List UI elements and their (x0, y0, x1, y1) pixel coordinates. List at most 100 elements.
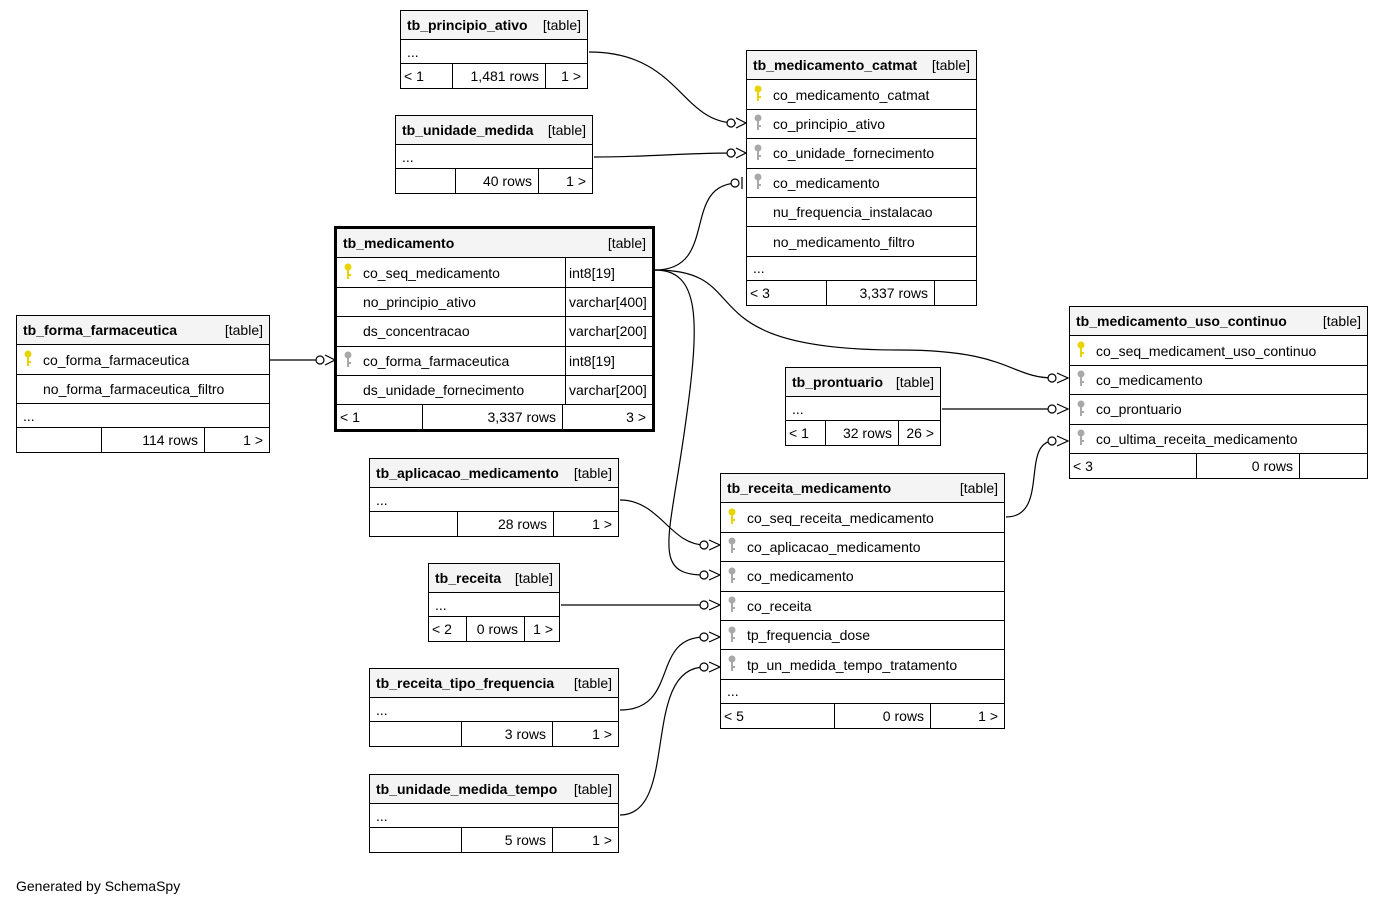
column-row[interactable]: co_receita (721, 592, 1004, 621)
table-receita-medicamento[interactable]: tb_receita_medicamento [table] co_seq_re… (720, 473, 1005, 729)
table-medicamento-uso-continuo[interactable]: tb_medicamento_uso_continuo [table] co_s… (1069, 306, 1368, 479)
parents-count[interactable]: < 1 (786, 421, 826, 446)
table-tag: [table] (573, 781, 612, 798)
parents-count[interactable] (17, 428, 102, 453)
crowfoot-marker (735, 117, 748, 129)
parents-count[interactable] (370, 722, 462, 747)
edge-end-marker (1047, 436, 1057, 446)
table-header: tb_receita [table] (429, 564, 559, 594)
table-name: tb_receita (435, 570, 502, 587)
column-name: co_medicamento (773, 174, 880, 191)
foreign-key-icon (727, 655, 747, 674)
table-name: tb_principio_ativo (407, 17, 528, 33)
table-footer: < 3 3,337 rows (747, 280, 976, 305)
column-row[interactable]: tp_frequencia_dose (721, 621, 1004, 651)
row-count: 0 rows (835, 703, 931, 728)
table-header: tb_prontuario [table] (786, 368, 940, 398)
foreign-key-icon (753, 114, 773, 133)
column-row[interactable]: co_medicamento_catmat (747, 80, 976, 110)
children-count[interactable]: 1 > (592, 516, 612, 533)
parents-count[interactable]: < 2 (429, 617, 467, 642)
column-row[interactable]: nu_frequencia_instalacao (747, 198, 976, 228)
column-row[interactable]: ds_unidade_fornecimento varchar[200] (337, 375, 652, 406)
column-name: no_medicamento_filtro (773, 233, 915, 250)
crowfoot-marker (735, 147, 748, 159)
column-name: nu_frequencia_instalacao (773, 204, 933, 221)
ellipsis-row: ... (786, 397, 940, 422)
table-prontuario[interactable]: tb_prontuario [table] ... < 1 32 rows 26… (785, 367, 941, 447)
column-row[interactable]: tp_un_medida_tempo_tratamento (721, 650, 1004, 680)
column-row[interactable]: co_seq_medicamento int8[19] (337, 258, 652, 288)
column-row[interactable]: co_forma_farmaceutica int8[19] (337, 346, 652, 376)
table-footer: 3 rows 1 > (370, 722, 618, 747)
children-count[interactable]: 1 > (592, 726, 612, 743)
table-receita-tipo-frequencia[interactable]: tb_receita_tipo_frequencia [table] ... 3… (369, 668, 619, 748)
children-count[interactable] (1300, 454, 1367, 478)
edge-end-marker (699, 540, 709, 550)
column-row[interactable]: no_forma_farmaceutica_filtro (17, 375, 269, 405)
table-name: tb_unidade_medida (402, 122, 534, 138)
ellipsis: ... (753, 260, 765, 277)
children-count[interactable]: 1 > (592, 832, 612, 849)
column-row[interactable]: co_medicamento (721, 562, 1004, 592)
column-row[interactable]: co_aplicacao_medicamento (721, 533, 1004, 563)
parents-count[interactable]: < 1 (337, 405, 423, 430)
parents-count[interactable]: < 1 (401, 64, 453, 88)
column-name: co_principio_ativo (773, 115, 886, 132)
column-row[interactable]: ds_concentracao varchar[200] (337, 317, 652, 347)
column-row[interactable]: co_ultima_receita_medicamento (1070, 425, 1367, 454)
column-row[interactable]: no_medicamento_filtro (747, 227, 976, 257)
table-receita[interactable]: tb_receita [table] ... < 2 0 rows 1 > (428, 563, 560, 643)
table-name: tb_forma_farmaceutica (23, 322, 178, 339)
crowfoot-marker (1056, 435, 1070, 447)
edge-unidade-tempo (619, 666, 706, 816)
table-medicamento-catmat[interactable]: tb_medicamento_catmat [table] co_medicam… (746, 50, 977, 306)
crowfoot-marker (708, 661, 722, 673)
column-type: varchar[200] (565, 375, 652, 405)
generator-credit: Generated by SchemaSpy (16, 878, 181, 894)
column-row[interactable]: no_principio_ativo varchar[400] (337, 287, 652, 318)
parents-count[interactable]: < 3 (1070, 453, 1197, 478)
column-row[interactable]: co_principio_ativo (747, 110, 976, 140)
table-footer: < 1 1,481 rows 1 > (401, 64, 587, 88)
foreign-key-icon (727, 537, 747, 556)
children-count[interactable]: 1 > (566, 173, 586, 189)
column-row[interactable]: co_unidade_fornecimento (747, 139, 976, 169)
column-name: no_forma_farmaceutica_filtro (43, 380, 225, 397)
column-row[interactable]: co_medicamento (747, 169, 976, 198)
column-name: co_seq_receita_medicamento (747, 509, 934, 526)
children-count[interactable]: 1 > (243, 432, 263, 449)
table-name: tb_receita_medicamento (727, 480, 892, 497)
table-header: tb_medicamento_uso_continuo [table] (1070, 307, 1367, 337)
column-row[interactable]: co_seq_medicament_uso_continuo (1070, 336, 1367, 366)
table-unidade-medida-tempo[interactable]: tb_unidade_medida_tempo [table] ... 5 ro… (369, 774, 619, 854)
table-principio-ativo[interactable]: tb_principio_ativo [table] ... < 1 1,481… (400, 10, 588, 89)
column-name: co_forma_farmaceutica (43, 351, 190, 368)
table-footer: < 3 0 rows (1070, 453, 1367, 478)
column-row[interactable]: co_seq_receita_medicamento (721, 503, 1004, 533)
children-count[interactable]: 3 > (626, 409, 646, 426)
parents-count[interactable]: < 3 (747, 280, 827, 305)
parents-count[interactable]: < 5 (721, 703, 835, 728)
children-count[interactable]: 1 > (978, 707, 998, 724)
column-name: co_medicamento (1096, 371, 1203, 388)
ellipsis-row: ... (370, 488, 618, 513)
parents-count[interactable] (370, 828, 462, 853)
children-count[interactable]: 26 > (906, 425, 934, 442)
row-count: 32 rows (826, 421, 899, 446)
children-count[interactable] (935, 281, 976, 305)
column-row[interactable]: co_medicamento (1070, 366, 1367, 396)
column-row[interactable]: co_forma_farmaceutica (17, 345, 269, 375)
parents-count[interactable] (370, 512, 458, 537)
children-count[interactable]: 1 > (533, 621, 553, 638)
table-unidade-medida[interactable]: tb_unidade_medida [table] ... 40 rows 1 … (395, 115, 593, 194)
foreign-key-icon (1076, 429, 1096, 448)
column-row[interactable]: co_prontuario (1070, 395, 1367, 425)
table-aplicacao-medicamento[interactable]: tb_aplicacao_medicamento [table] ... 28 … (369, 458, 619, 538)
children-count[interactable]: 1 > (561, 68, 581, 84)
table-header: tb_medicamento_catmat [table] (747, 51, 976, 81)
parents-count[interactable] (396, 169, 456, 193)
table-forma-farmaceutica[interactable]: tb_forma_farmaceutica [table] co_forma_f… (16, 315, 270, 454)
table-medicamento[interactable]: tb_medicamento [table] co_seq_medicament… (334, 226, 655, 433)
